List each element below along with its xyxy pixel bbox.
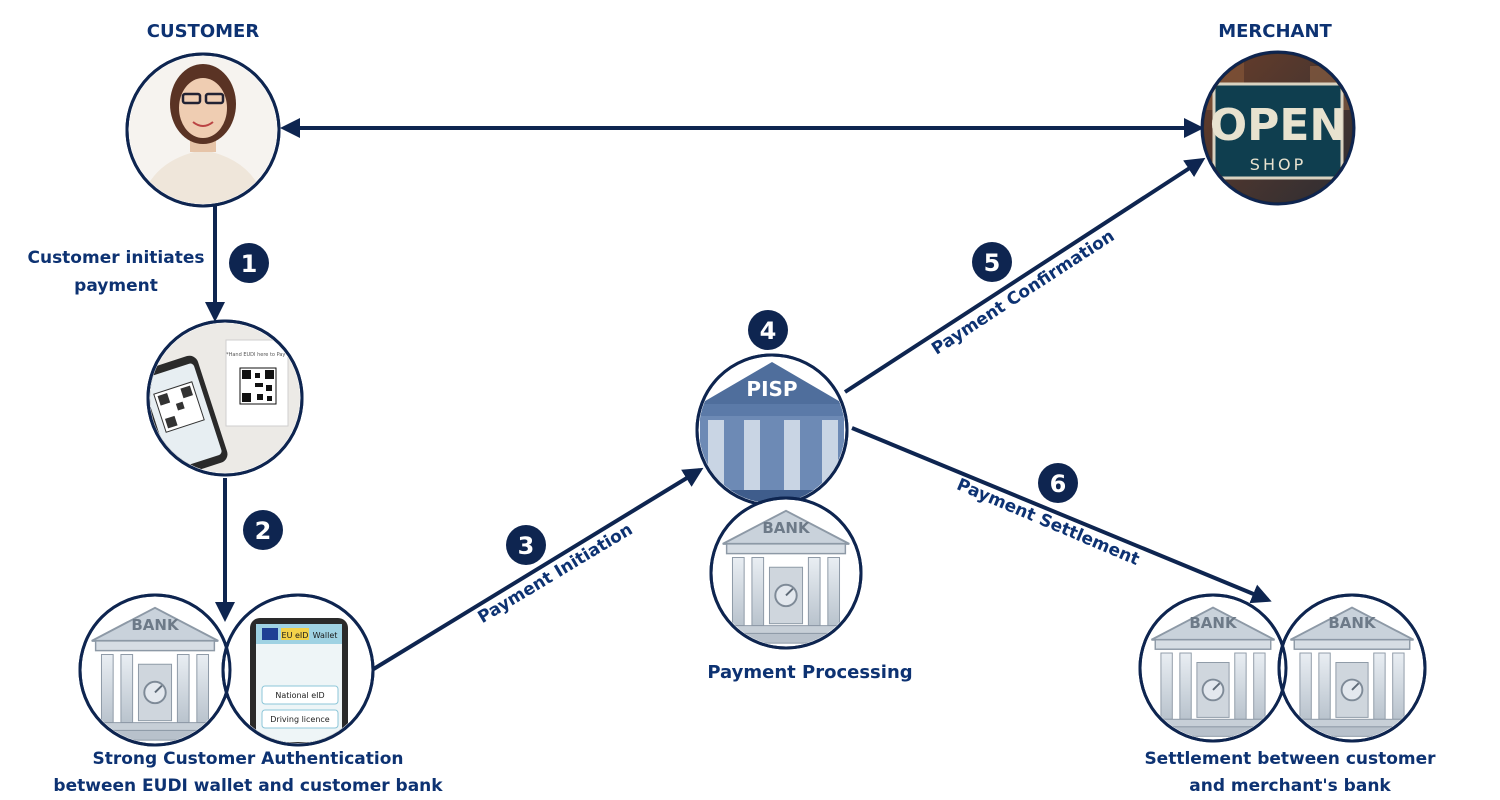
- step1-badge: 1: [229, 243, 269, 283]
- merchant-title: MERCHANT: [1218, 21, 1332, 42]
- step5-number: 5: [984, 249, 1001, 277]
- step3-arrow: [370, 467, 704, 672]
- step6-arrow: [851, 426, 1272, 604]
- step5-label: Payment Confirmation: [928, 226, 1118, 359]
- bank-sign-2: BANK: [762, 519, 811, 537]
- merchant-bank-settlement-node: BANK: [1277, 593, 1427, 743]
- step5-badge: 5: [972, 242, 1012, 282]
- wallet-item-national-eid: National eID: [275, 691, 324, 700]
- pisp-caption: Payment Processing: [707, 662, 912, 683]
- step3-label: Payment Initiation: [474, 520, 636, 628]
- customer-node: [125, 52, 281, 208]
- wallet-header-b: Wallet: [313, 631, 338, 640]
- step6-number: 6: [1050, 470, 1067, 498]
- eudi-wallet-node: EU eID Wallet National eID Driving licen…: [221, 593, 375, 747]
- pisp-bank-node: BANK: [709, 496, 863, 650]
- step4-number: 4: [760, 317, 777, 345]
- step3-number: 3: [518, 532, 535, 560]
- wallet-header-a: EU eID: [282, 631, 309, 640]
- shop-sub-text: SHOP: [1250, 155, 1306, 174]
- step3-badge: 3: [506, 525, 546, 565]
- shop-open-text: OPEN: [1210, 100, 1347, 151]
- sca-caption-line2: between EUDI wallet and customer bank: [53, 776, 443, 796]
- step5-arrow: [843, 157, 1206, 394]
- step6-badge: 6: [1038, 463, 1078, 503]
- step2-badge: 2: [243, 510, 283, 550]
- wallet-item-driving-licence: Driving licence: [270, 715, 330, 724]
- settlement-caption-line2: and merchant's bank: [1189, 776, 1391, 796]
- eu-flag-icon: [262, 628, 278, 640]
- pisp-sign: PISP: [746, 377, 797, 401]
- qr-code-icon: [239, 367, 277, 405]
- step4-badge: 4: [748, 310, 788, 350]
- sca-caption-line1: Strong Customer Authentication: [92, 749, 403, 769]
- merchant-node: OPEN SHOP: [1200, 50, 1356, 206]
- step1-label-line1: Customer initiates: [27, 248, 204, 268]
- qr-node: *Hand EUDI here to Pay*: [146, 319, 304, 477]
- customer-title: CUSTOMER: [147, 21, 260, 42]
- pisp-node: PISP: [695, 353, 849, 507]
- bank-sign-4: BANK: [1328, 614, 1377, 632]
- bank-sign-1: BANK: [131, 616, 180, 634]
- qr-note: *Hand EUDI here to Pay*: [226, 352, 288, 358]
- step1-number: 1: [241, 250, 258, 278]
- settlement-caption-line1: Settlement between customer: [1144, 749, 1436, 769]
- bank-sign-3: BANK: [1189, 614, 1238, 632]
- step1-label-line2: payment: [74, 276, 158, 296]
- step2-number: 2: [255, 517, 272, 545]
